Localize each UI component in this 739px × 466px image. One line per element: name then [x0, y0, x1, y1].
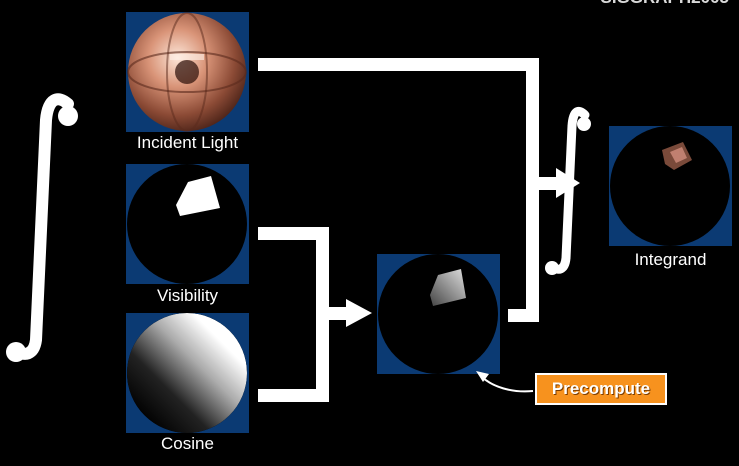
incident-light-label: Incident Light — [136, 133, 239, 152]
visibility-sphere-icon — [127, 164, 247, 284]
precompute-pointer-arrow — [480, 375, 534, 393]
precomputed-sphere-icon — [378, 254, 498, 374]
precompute-connector — [508, 168, 580, 322]
visibility-label: Visibility — [156, 286, 219, 305]
integrand-sphere-icon — [610, 126, 730, 246]
visibility-tile — [126, 164, 249, 284]
integrand-label: Integrand — [634, 250, 707, 269]
cosine-tile — [126, 313, 249, 433]
visibility-cosine-connector — [258, 227, 372, 402]
incident-light-tile — [126, 12, 249, 132]
precomputed-tile — [377, 254, 500, 374]
integrand-tile — [609, 126, 732, 246]
precompute-badge: Precompute — [535, 373, 667, 405]
incident-light-connector — [258, 58, 539, 183]
siggraph-header: SIGGRAPH2005 — [601, 0, 730, 8]
integral-sign-icon — [10, 93, 74, 360]
cosine-label: Cosine — [161, 434, 214, 453]
cosine-sphere-icon — [127, 313, 247, 433]
